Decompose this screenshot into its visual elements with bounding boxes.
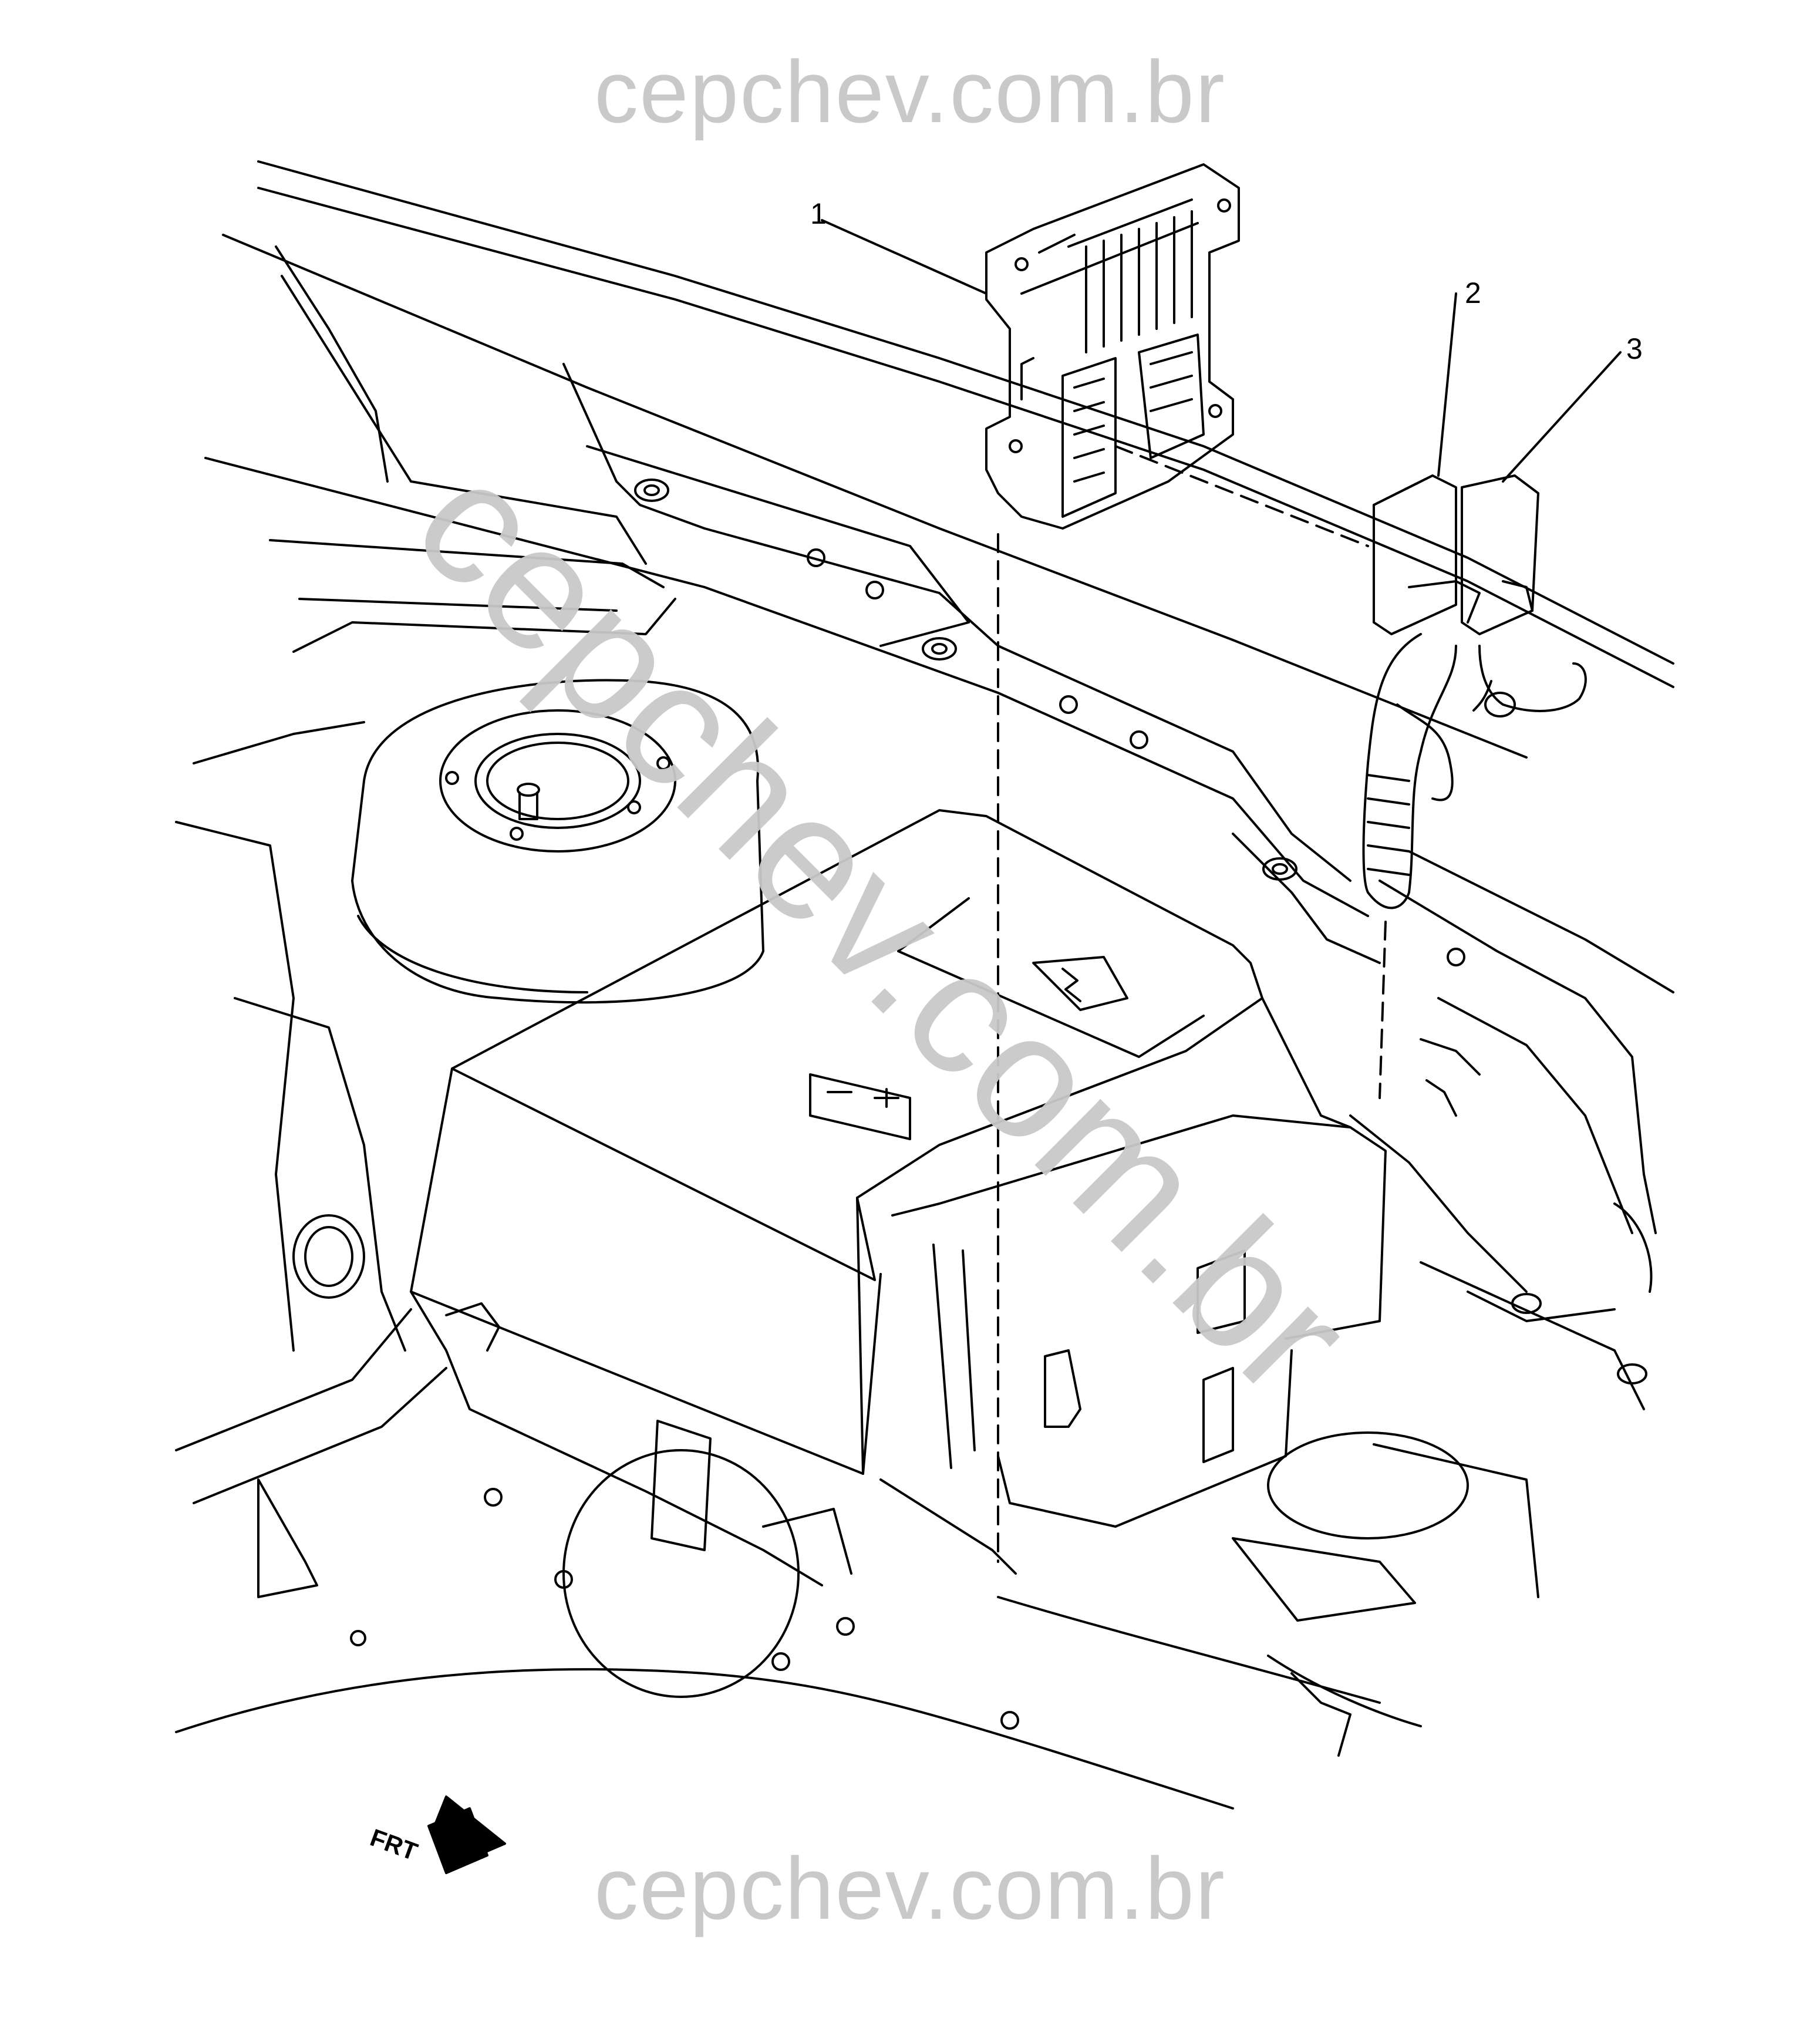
front-direction-arrow-icon (427, 1795, 506, 1874)
cowl-bolts (634, 479, 1297, 881)
fender-left (175, 721, 447, 1598)
explode-lines (997, 445, 1387, 1563)
callout-1: 1 (810, 197, 827, 230)
strut-tower (351, 679, 764, 1004)
callout-2: 2 (1465, 277, 1481, 309)
callout-3: 3 (1626, 332, 1643, 365)
watermark-top: cepchev.com.br (594, 42, 1226, 141)
lower-structure (175, 1261, 1647, 1810)
battery-cover (410, 809, 1387, 1586)
leader-lines (821, 219, 1622, 483)
engine-control-module (985, 163, 1240, 530)
watermark-bottom: cepchev.com.br (594, 1839, 1226, 1938)
fender-right (1349, 850, 1674, 1293)
cowl-panel (204, 160, 1674, 964)
harness-connectors (1373, 474, 1539, 635)
wiring-harness (1362, 633, 1587, 909)
